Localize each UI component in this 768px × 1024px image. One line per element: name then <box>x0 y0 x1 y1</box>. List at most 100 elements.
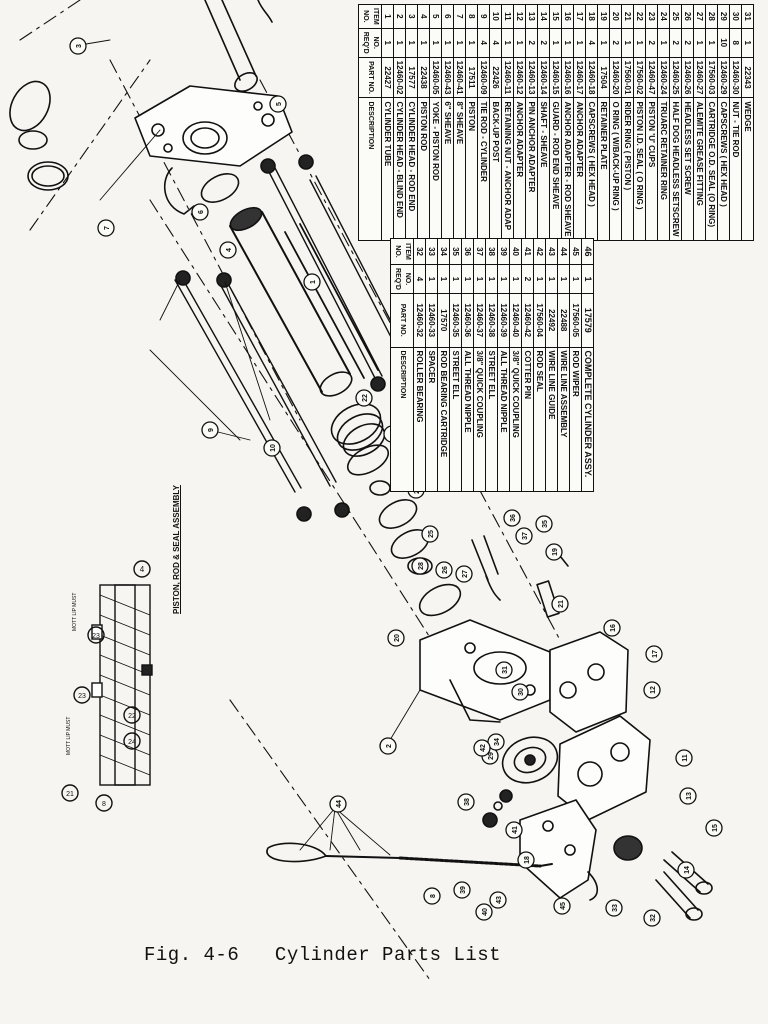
callout-number: 37 <box>522 532 529 540</box>
callout-22: 22 <box>355 389 373 407</box>
qty-cell: 2 <box>525 28 538 58</box>
item-no-cell: 6 <box>441 4 454 29</box>
callout-number: 22 <box>362 394 369 402</box>
description-cell: CYLINDER TUBE <box>381 97 394 241</box>
svg-text:22: 22 <box>128 713 136 720</box>
sheave <box>501 736 559 784</box>
qty-cell: 1 <box>441 28 454 58</box>
callout-number: 17 <box>652 650 659 658</box>
callout-number: 21 <box>558 600 565 608</box>
callout-number: 25 <box>428 530 435 538</box>
description-cell: O RING ( W/BACK-UP RING ) <box>609 97 622 241</box>
cylinder-tube <box>229 206 353 397</box>
item-no-cell: 2 <box>393 4 406 29</box>
callout-number: 1 <box>310 280 317 284</box>
callout-number: 10 <box>270 444 277 452</box>
description-cell: WIRE LINE ASSEMBLY <box>557 347 570 492</box>
callout-number: 35 <box>542 520 549 528</box>
description-cell: ALEMITE GREASE FITTING <box>693 97 706 241</box>
callout-number: 36 <box>510 514 517 522</box>
qty-cell: 1 <box>437 264 450 294</box>
item-no-cell: 31 <box>741 4 754 29</box>
callout-14: 14 <box>677 861 695 879</box>
description-cell: CAPSCREWS ( HEX HEAD ) <box>585 97 598 241</box>
part-no-cell: 12460-17 <box>573 57 586 98</box>
item-no-cell: 16 <box>561 4 574 29</box>
qty-cell: 1 <box>501 28 514 58</box>
callout-number: 42 <box>480 744 487 752</box>
description-cell: ROD WIPER <box>569 347 582 492</box>
callout-12: 12 <box>643 681 661 699</box>
qty-cell: 4 <box>477 28 490 58</box>
callout-number: 32 <box>650 914 657 922</box>
qty-cell: 1 <box>429 28 442 58</box>
part-no-cell: 22492 <box>545 293 558 348</box>
callout-20: 20 <box>387 629 405 647</box>
callout-number: 26 <box>442 566 449 574</box>
header-item-no: ITEM NO. <box>358 4 382 29</box>
callout-number: 4 <box>226 248 233 252</box>
item-no-cell: 28 <box>705 4 718 29</box>
callout-number: 28 <box>418 562 425 570</box>
grease-fittings <box>471 535 569 618</box>
description-cell: RIDER RING ( PISTON ) <box>621 97 634 241</box>
callout-44: 44 <box>329 795 347 813</box>
description-cell: RETAINING NUT - ANCHOR ADAP <box>501 97 514 241</box>
qty-cell: 1 <box>581 264 594 294</box>
item-no-cell: 19 <box>597 4 610 29</box>
callout-34: 34 <box>487 733 505 751</box>
qty-cell: 1 <box>705 28 718 58</box>
callout-42: 42 <box>473 739 491 757</box>
wire-line-assembly <box>266 842 553 868</box>
item-no-cell: 34 <box>437 238 450 265</box>
callout-number: 7 <box>104 226 111 230</box>
qty-cell: 1 <box>693 28 706 58</box>
svg-text:23: 23 <box>78 693 86 700</box>
header-part-no: PART NO. <box>358 57 382 98</box>
part-no-cell: 12460-02 <box>393 57 406 98</box>
callout-4: 4 <box>219 241 237 259</box>
item-no-cell: 18 <box>585 4 598 29</box>
qty-cell: 2 <box>537 28 550 58</box>
callout-25: 25 <box>421 525 439 543</box>
callout-number: 29 <box>488 752 495 760</box>
cylinder-head-rod-end <box>134 85 293 167</box>
leader-lines <box>79 39 421 856</box>
wire-hook <box>164 167 195 215</box>
top-rod-fragment <box>204 0 273 92</box>
part-no-cell: 12460-27 <box>693 57 706 98</box>
inset-title: PISTON, ROD & SEAL ASSEMBLY <box>172 485 181 614</box>
callout-number: 44 <box>336 800 343 808</box>
qty-cell: 1 <box>465 28 478 58</box>
part-no-cell: 12460-39 <box>497 293 510 348</box>
description-cell: ANCHOR ADAPTER - ROD SHEAVE <box>561 97 574 241</box>
part-no-cell: 22438 <box>417 57 430 98</box>
callout-number: 30 <box>518 688 525 696</box>
description-cell: WEDGE <box>741 97 754 241</box>
item-no-cell: 10 <box>489 4 502 29</box>
item-no-cell: 5 <box>429 4 442 29</box>
item-no-cell: 11 <box>501 4 514 29</box>
callout-number: 9 <box>208 428 215 432</box>
roller-bearings <box>613 835 713 921</box>
